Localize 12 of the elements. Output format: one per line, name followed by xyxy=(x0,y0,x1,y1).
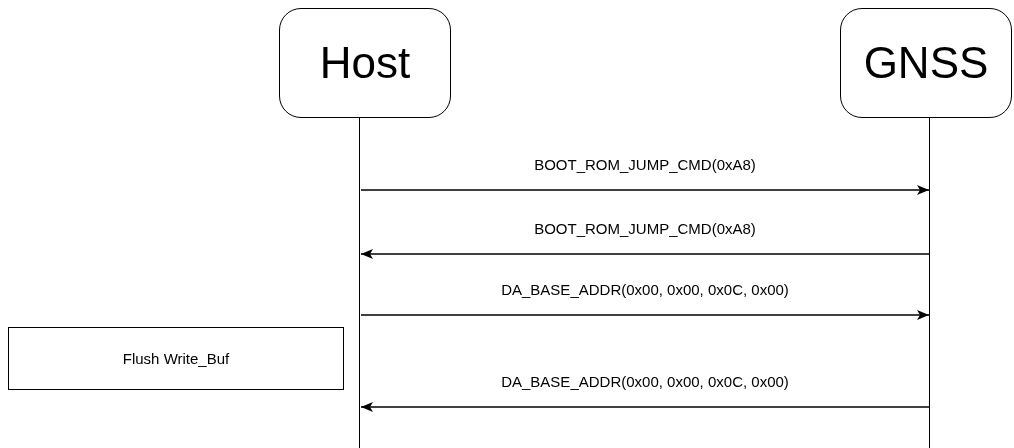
message-arrow xyxy=(360,402,930,412)
message-arrow xyxy=(360,249,930,259)
message-arrow xyxy=(360,185,930,195)
lifeline xyxy=(929,118,931,448)
node-label: Flush Write_Buf xyxy=(122,350,230,367)
process-box xyxy=(8,327,344,390)
message-arrow xyxy=(360,310,930,320)
lifeline xyxy=(359,118,361,448)
participant-box xyxy=(840,8,1012,118)
node-label: Host xyxy=(319,38,411,88)
participant-box xyxy=(279,8,451,118)
node-label: GNSS xyxy=(863,38,989,88)
